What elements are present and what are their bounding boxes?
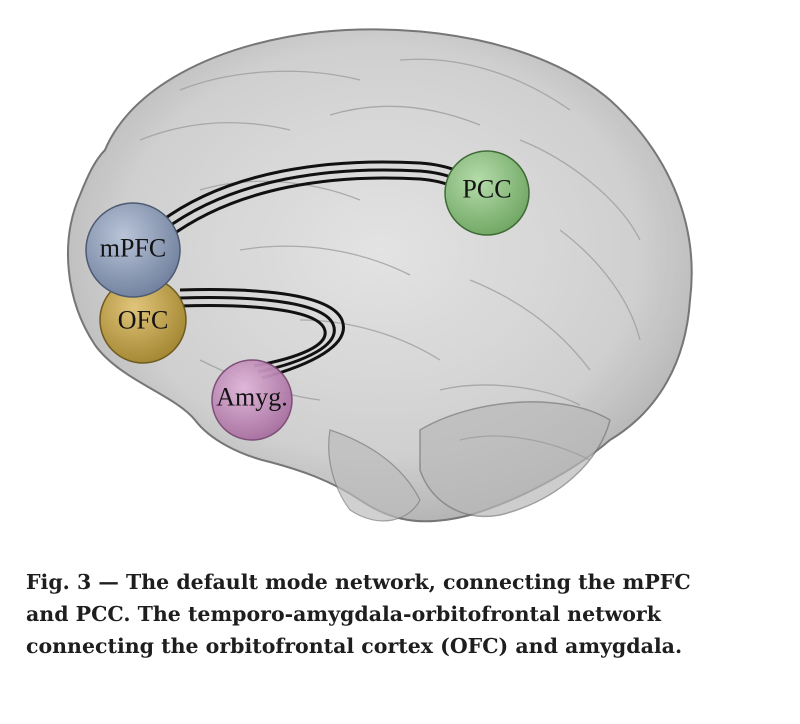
figure-caption: Fig. 3 — The default mode network, conne… [26,566,786,662]
brainstem-shape [328,429,421,522]
taof-connection [179,288,345,380]
node-pcc: PCC [444,150,530,236]
node-pcc-label: PCC [462,175,511,204]
node-amyg-label: Amyg. [216,383,288,412]
node-mpfc-label: mPFC [100,234,167,263]
node-amyg: Amyg. [211,359,293,441]
cerebellum-shape [419,401,611,517]
caption-line-3: connecting the orbitofrontal cortex (OFC… [26,634,683,658]
node-ofc-label: OFC [118,306,169,335]
node-mpfc: mPFC [85,202,181,298]
brain-diagram-svg: PCC OFC mPFC Amyg. [67,28,693,523]
gyri-texture [115,58,641,461]
caption-line-2: and PCC. The temporo-amygdala-orbitofron… [26,602,661,626]
brain-figure: PCC OFC mPFC Amyg. [67,28,693,523]
caption-line-1: Fig. 3 — The default mode network, conne… [26,570,691,594]
